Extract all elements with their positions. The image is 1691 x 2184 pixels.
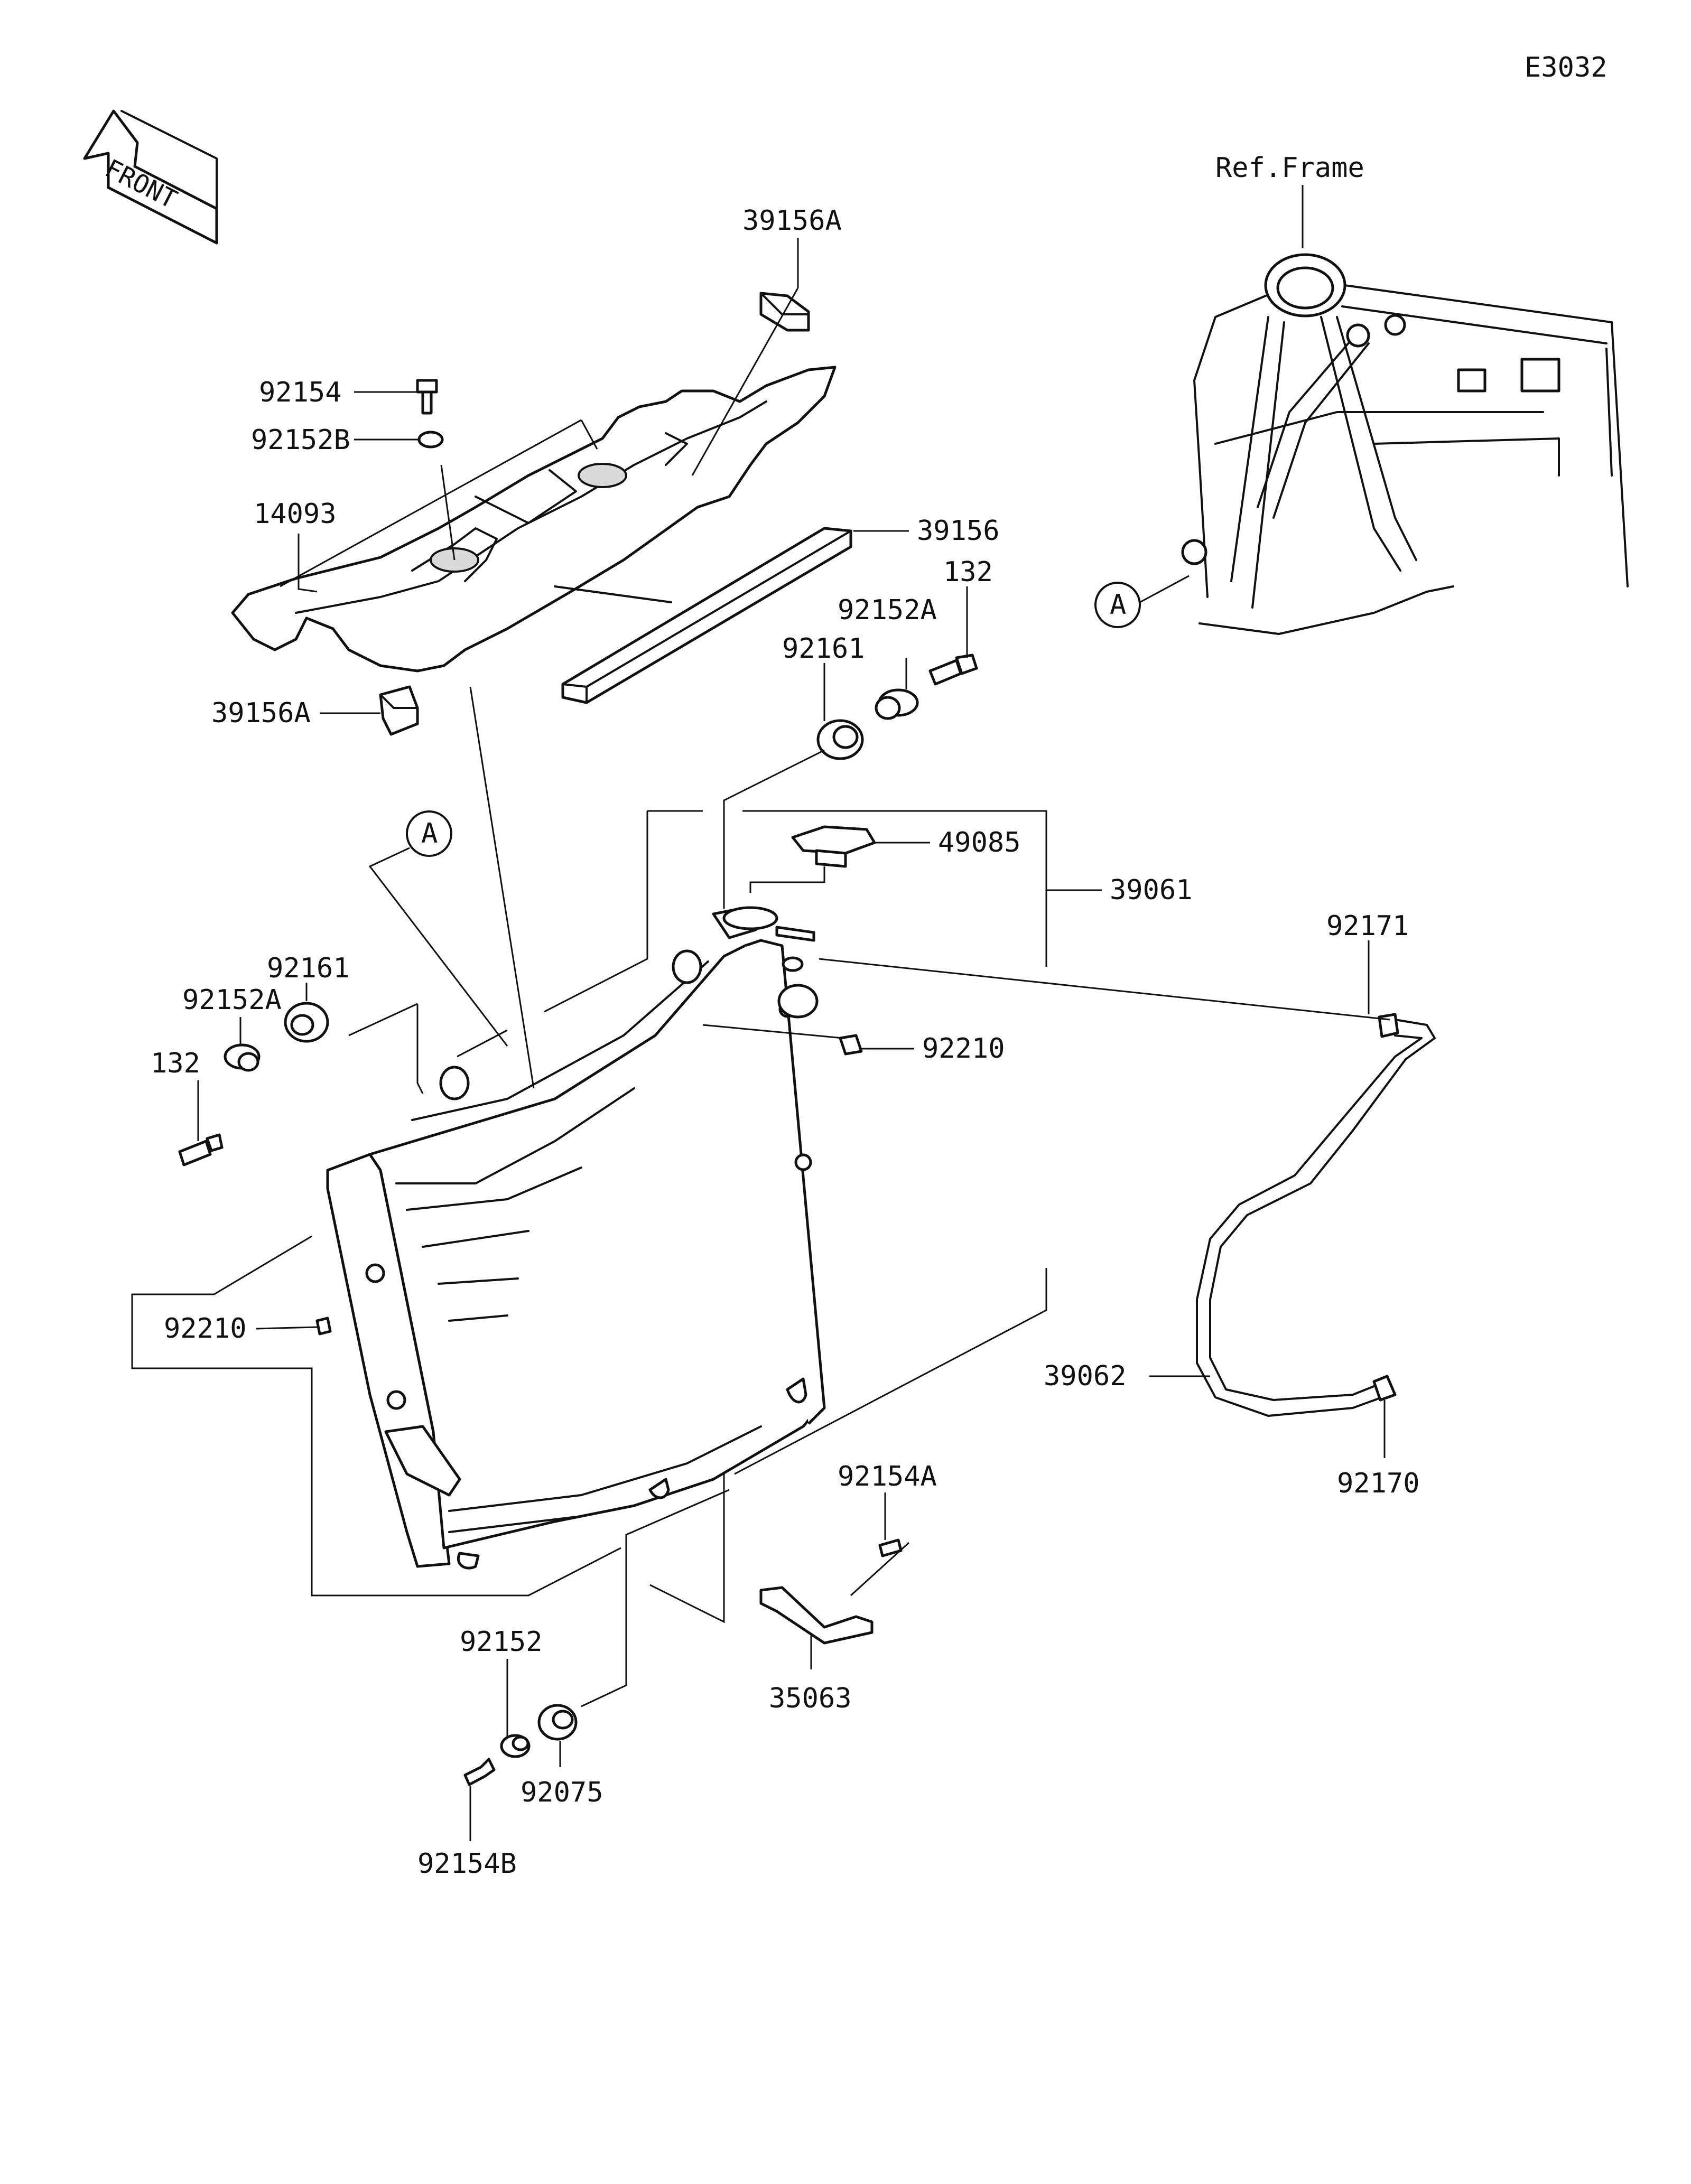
collar-92152A-left xyxy=(224,1043,261,1072)
label-39061: 39061 xyxy=(1110,874,1193,906)
hose-39062 xyxy=(1196,1019,1436,1417)
leader-lines xyxy=(197,238,1390,1841)
group-lines xyxy=(131,419,1047,1707)
clip-92210-right xyxy=(839,1034,863,1056)
label-39062: 39062 xyxy=(1044,1360,1127,1392)
clamp-92170 xyxy=(1372,1375,1397,1402)
callout-a-frame-label: A xyxy=(1110,589,1126,621)
label-92170: 92170 xyxy=(1337,1468,1420,1499)
label-132-right: 132 xyxy=(943,556,993,588)
label-92161-left: 92161 xyxy=(267,953,350,984)
grommet-92161-right xyxy=(816,719,864,760)
diagram-id: E3032 xyxy=(1525,52,1608,83)
collar-92152A-right xyxy=(875,688,919,720)
frame-reference-drawing xyxy=(1181,253,1629,635)
radiator-cap-49085 xyxy=(791,825,876,868)
label-92075: 92075 xyxy=(521,1777,603,1808)
grommet-92161-left xyxy=(284,1002,329,1043)
label-39156A-top: 39156A xyxy=(742,205,842,237)
label-39156: 39156 xyxy=(917,515,1000,547)
label-92171: 92171 xyxy=(1326,910,1409,942)
collar-92152 xyxy=(500,1734,531,1758)
bolt-132-right xyxy=(928,654,978,686)
bracket-35063 xyxy=(759,1586,874,1645)
label-92154: 92154 xyxy=(259,377,342,408)
callout-a-frame xyxy=(1094,582,1141,628)
ref-frame-label: Ref.Frame xyxy=(1215,152,1364,184)
filler-neck xyxy=(722,906,815,972)
bolt-92154B xyxy=(463,1758,496,1786)
washer-92152B xyxy=(417,431,444,449)
label-92152: 92152 xyxy=(460,1626,543,1658)
label-92210-right: 92210 xyxy=(922,1033,1005,1065)
label-92154B: 92154B xyxy=(417,1848,517,1880)
label-92152A-left: 92152A xyxy=(182,984,282,1016)
clip-92210-left xyxy=(315,1317,332,1336)
foam-pad-39156A-bottom xyxy=(379,685,419,736)
bolt-92154 xyxy=(416,379,438,415)
front-arrow-icon: FRONT xyxy=(83,109,218,245)
label-92210-left: 92210 xyxy=(164,1313,247,1345)
part-labels: 39156A 92154 92152B 14093 39156 132 9215… xyxy=(151,205,1420,1880)
callout-a-radiator xyxy=(406,810,452,857)
label-132-left: 132 xyxy=(151,1048,200,1079)
label-39156A-bottom: 39156A xyxy=(211,697,311,729)
radiator-39061 xyxy=(326,907,826,1570)
label-49085: 49085 xyxy=(938,827,1021,858)
label-92154A: 92154A xyxy=(838,1461,937,1492)
bolt-132-left xyxy=(178,1133,224,1166)
label-92152A-right: 92152A xyxy=(838,594,937,626)
label-14093: 14093 xyxy=(254,498,337,530)
label-92161-right: 92161 xyxy=(782,633,865,665)
label-92152B: 92152B xyxy=(251,424,350,456)
callout-a-radiator-label: A xyxy=(421,818,438,850)
label-35063: 35063 xyxy=(769,1683,852,1714)
grommet-92075 xyxy=(537,1704,578,1741)
foam-strip-39156 xyxy=(561,527,852,704)
clamp-92171 xyxy=(1378,1013,1399,1038)
